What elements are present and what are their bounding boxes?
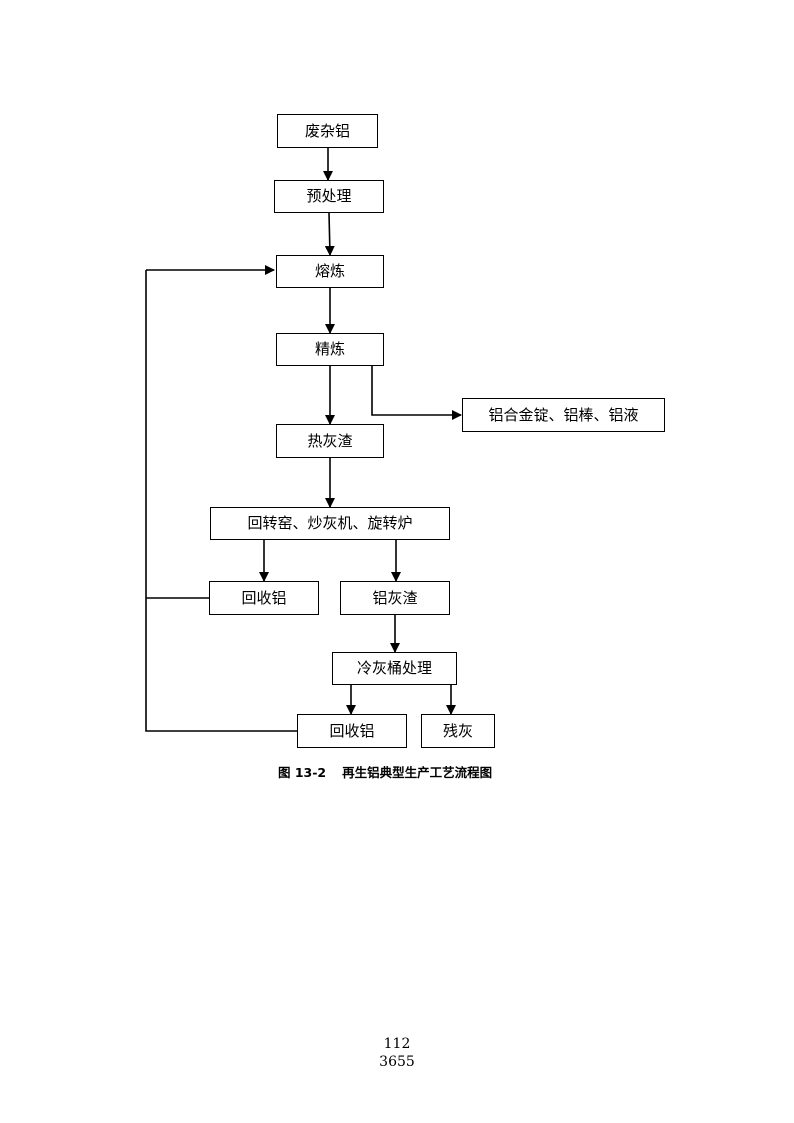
node-recovered-aluminum-1: 回收铝: [209, 581, 319, 615]
arrow-refining-to-products: [371, 366, 462, 420]
feedback-line-recovered-2: [145, 270, 297, 732]
node-products: 铝合金锭、铝棒、铝液: [462, 398, 665, 432]
figure-title: 再生铝典型生产工艺流程图: [342, 765, 493, 780]
node-cooling-barrel: 冷灰桶处理: [332, 652, 457, 685]
node-pretreatment: 预处理: [274, 180, 384, 213]
node-scrap-aluminum: 废杂铝: [277, 114, 378, 148]
total-page-count: 3655: [379, 1054, 415, 1070]
figure-number: 图 13-2: [278, 765, 327, 780]
node-hot-dross: 热灰渣: [276, 424, 384, 458]
node-aluminum-dross: 铝灰渣: [340, 581, 450, 615]
figure-caption: 图 13-2 再生铝典型生产工艺流程图: [278, 762, 492, 781]
node-rotary-equipment: 回转窑、炒灰机、旋转炉: [210, 507, 450, 540]
node-refining: 精炼: [276, 333, 384, 366]
node-recovered-aluminum-2: 回收铝: [297, 714, 407, 748]
page-number: 112: [383, 1036, 411, 1052]
node-smelting: 熔炼: [276, 255, 384, 288]
node-residual-ash: 残灰: [421, 714, 495, 748]
arrow-pretreatment-to-smelting: [324, 212, 335, 256]
